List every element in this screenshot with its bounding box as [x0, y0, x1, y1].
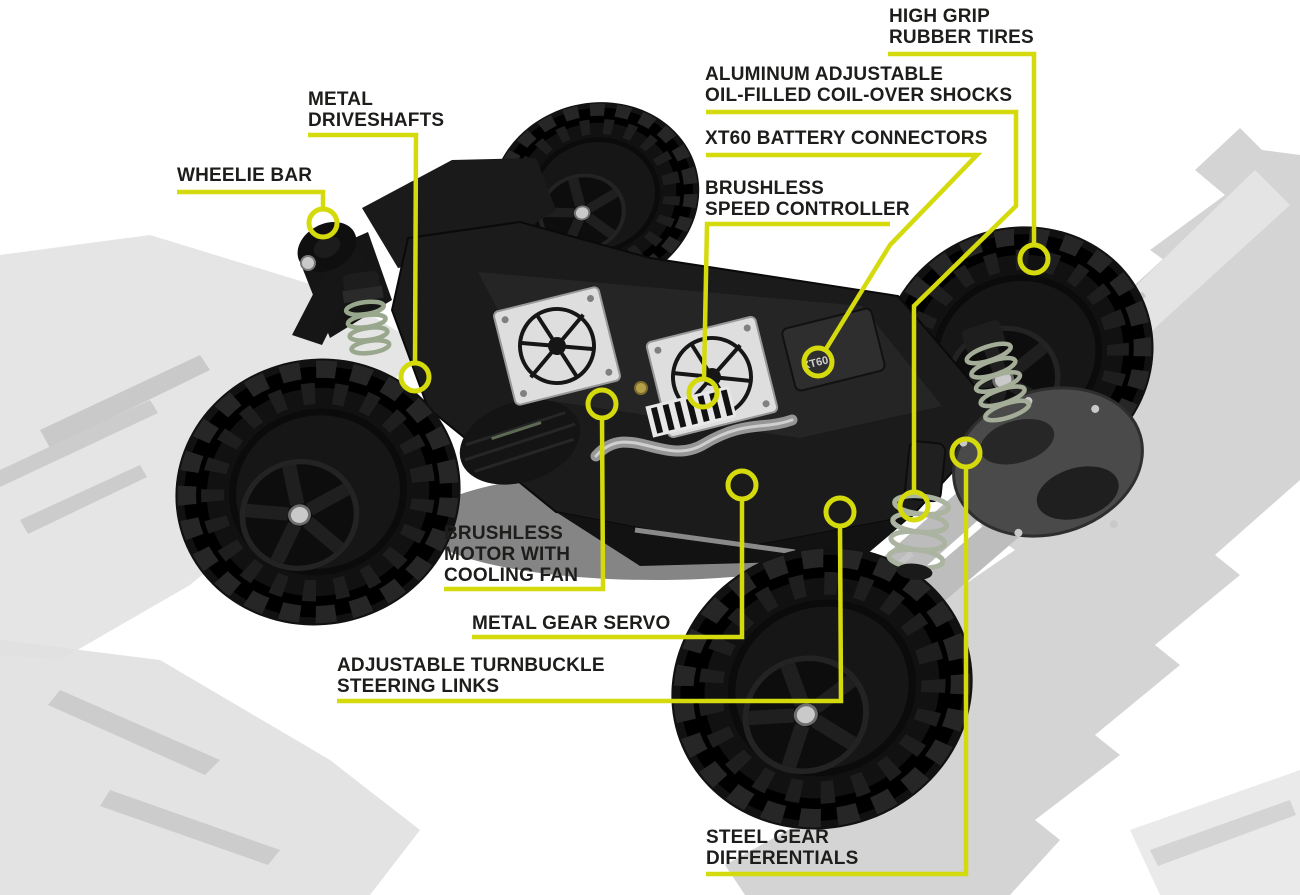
callout-steel-gear-differentials: [706, 436, 983, 877]
callout-brushless-speed-controller: [686, 221, 890, 410]
callout-label-wheelie-bar: WHEELIE BAR: [177, 165, 313, 186]
callout-brushless-motor-cooling-fan: [444, 387, 619, 592]
brush-streak: [48, 690, 220, 775]
brush-streak: [40, 355, 210, 448]
callout-line: [701, 221, 890, 380]
steering-link-rod: [634, 527, 796, 555]
shock-spring-upper-right: [961, 320, 1032, 423]
callout-line: [888, 51, 1037, 245]
callout-high-grip-rubber-tires: [888, 51, 1051, 276]
callout-metal-gear-servo: [472, 468, 759, 640]
callout-marker: [801, 345, 835, 379]
callout-label-high-grip-rubber-tires: HIGH GRIP RUBBER TIRES: [889, 6, 1034, 48]
callout-aluminum-coil-over-shocks: [706, 109, 1019, 523]
callout-line: [444, 417, 606, 592]
callout-wheelie-bar: [177, 189, 340, 240]
callout-marker: [897, 489, 931, 523]
callout-marker: [725, 468, 759, 502]
brush-streak: [20, 465, 147, 534]
callout-label-metal-driveshafts: METAL DRIVESHAFTS: [308, 89, 445, 131]
callout-label-brushless-speed-controller: BRUSHLESS SPEED CONTROLLER: [705, 178, 910, 220]
callout-marker: [823, 495, 857, 529]
callout-line: [308, 132, 419, 364]
callout-line: [472, 499, 745, 640]
callout-label-brushless-motor-cooling-fan: BRUSHLESS MOTOR WITH COOLING FAN: [444, 523, 579, 586]
brush-streak: [0, 400, 158, 487]
callout-line: [337, 525, 844, 704]
brush-streak: [1150, 800, 1296, 866]
callout-label-aluminum-coil-over-shocks: ALUMINUM ADJUSTABLE OIL-FILLED COIL-OVER…: [705, 64, 1013, 106]
callout-label-steel-gear-differentials: STEEL GEAR DIFFERENTIALS: [706, 827, 859, 869]
shock-spring-front-left: [342, 270, 392, 356]
callout-metal-driveshafts: [308, 132, 432, 394]
diff-housing: [952, 386, 1144, 538]
brush-streak: [100, 790, 280, 865]
cooling-fan-left: [493, 286, 621, 406]
callout-marker: [306, 206, 340, 240]
motor-cylinder: [459, 399, 581, 485]
callout-xt60-battery-connectors: [706, 152, 983, 379]
callout-marker: [1017, 242, 1051, 276]
callout-label-turnbuckle-steering-links: ADJUSTABLE TURNBUCKLE STEERING LINKS: [337, 655, 605, 697]
callout-marker: [686, 376, 720, 410]
wheelie-bar-arm: [292, 242, 368, 345]
callout-label-xt60-battery-connectors: XT60 BATTERY CONNECTORS: [705, 128, 988, 149]
callout-marker: [398, 360, 432, 394]
callout-line: [177, 189, 326, 209]
callout-line: [706, 467, 969, 877]
brass-fitting: [634, 381, 648, 395]
callout-line: [706, 109, 1019, 491]
callout-line: [706, 152, 983, 351]
callout-marker: [585, 387, 619, 421]
callout-marker: [949, 436, 983, 470]
callout-label-metal-gear-servo: METAL GEAR SERVO: [472, 613, 671, 634]
wheelie-bar-hub-screw: [300, 255, 316, 271]
wiring-pipe-highlight: [594, 418, 794, 458]
callout-turnbuckle-steering-links: [337, 495, 857, 704]
